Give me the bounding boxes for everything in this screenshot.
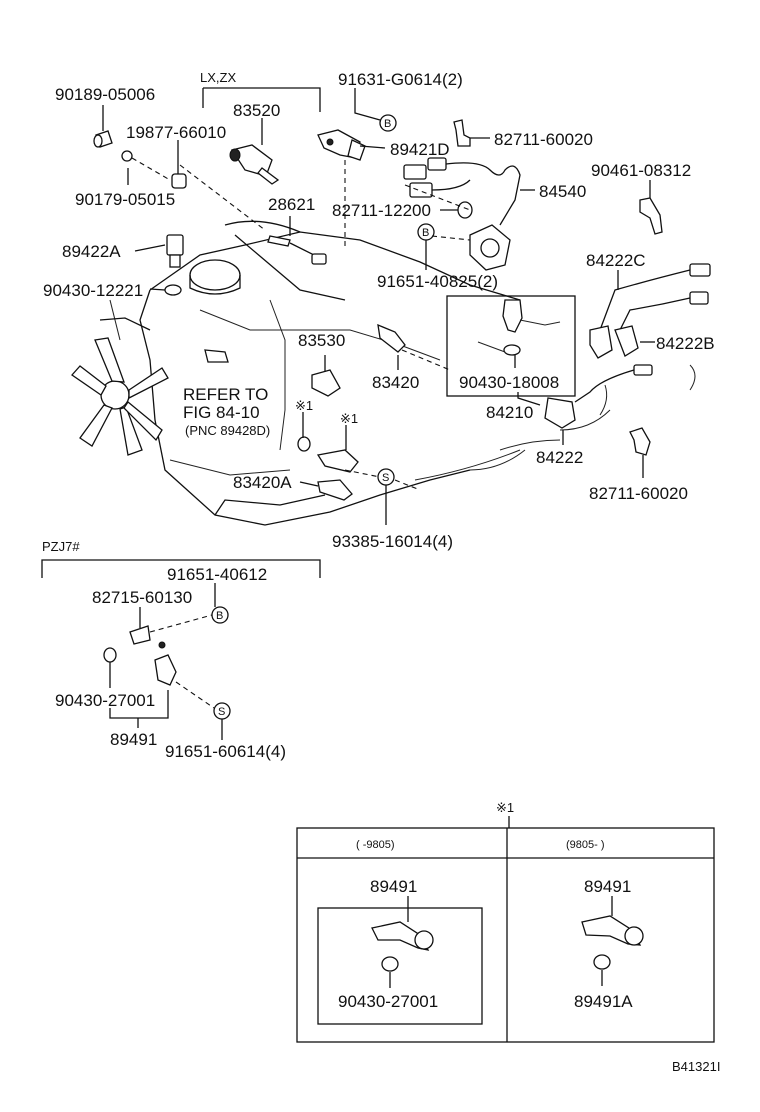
label-89491-pzj7: 89491 — [110, 730, 157, 749]
label-93385: 93385-16014(4) — [332, 532, 453, 551]
table-col1-part: 89491 — [370, 877, 417, 896]
sensor-89491-late — [581, 915, 644, 970]
label-82711-bottom: 82711-60020 — [589, 484, 688, 503]
table-col1-header: ( -9805) — [356, 839, 395, 851]
svg-text:B: B — [216, 610, 223, 622]
marker-b-2: B — [417, 223, 435, 241]
sender-83420 — [377, 323, 406, 353]
cooling-fan — [71, 299, 169, 456]
label-lxzx: LX,ZX — [200, 70, 236, 85]
switch-83530 — [311, 369, 341, 397]
svg-text:B: B — [422, 227, 429, 239]
marker-s-2: S — [213, 702, 231, 720]
label-90461: 90461-08312 — [591, 161, 691, 180]
sensor-89421d — [317, 129, 366, 161]
label-89422a: 89422A — [62, 242, 121, 261]
svg-text:B: B — [384, 118, 391, 130]
marker-b-3: B — [211, 606, 229, 624]
svg-text:S: S — [218, 706, 225, 718]
label-82711-top: 82711-60020 — [494, 130, 593, 149]
sensor-28621 — [267, 235, 327, 265]
label-90430-12221: 90430-12221 — [43, 281, 143, 300]
label-table-note: ※1 — [496, 800, 514, 815]
harness-84540 — [403, 157, 521, 271]
label-82711-12200: 82711-12200 — [332, 201, 431, 220]
label-note1-b: ※1 — [340, 411, 358, 426]
sensor-84222c-84222b — [589, 263, 711, 359]
label-pzj7: PZJ7# — [42, 539, 80, 554]
sensor-89491-pzj7 — [154, 641, 177, 686]
label-91651-40612: 91651-40612 — [167, 565, 267, 584]
svg-text:S: S — [382, 472, 389, 484]
part-number-labels: 90189-05006 LX,ZX 83520 91631-G0614(2) 8… — [42, 70, 720, 1074]
label-refer-3: (PNC 89428D) — [185, 423, 270, 438]
gasket-90430-12221 — [164, 284, 182, 296]
label-84210: 84210 — [486, 403, 533, 422]
marker-b-1: B — [379, 114, 397, 132]
clip-82711-bottom — [629, 427, 651, 456]
label-refer-1: REFER TO — [183, 385, 268, 404]
table-col2-part: 89491 — [584, 877, 631, 896]
leader-lines — [102, 87, 655, 525]
label-90430-18008: 90430-18008 — [459, 373, 559, 392]
pzj7-section — [41, 559, 321, 740]
figure-id: B41321I — [672, 1059, 720, 1074]
label-83520: 83520 — [233, 101, 280, 120]
box-84210 — [446, 295, 576, 397]
table-col2-sub: 89491A — [574, 992, 633, 1011]
label-28621: 28621 — [268, 195, 315, 214]
engine-block-outline — [71, 220, 696, 526]
sensor-89491-early — [371, 921, 434, 972]
clip-82711-top — [453, 119, 471, 147]
nut-90179 — [121, 150, 133, 162]
sender-83420a — [317, 479, 353, 501]
switch-83520 — [229, 144, 280, 185]
variant-table — [296, 816, 715, 1043]
label-83530: 83530 — [298, 331, 345, 350]
bracket-90461 — [639, 197, 663, 235]
label-91651-60614: 91651-60614(4) — [165, 742, 286, 761]
label-82715: 82715-60130 — [92, 588, 192, 607]
label-90430-27001: 90430-27001 — [55, 691, 155, 710]
sensor-89422a — [166, 234, 184, 268]
label-89421d: 89421D — [390, 140, 450, 159]
gasket-note1 — [297, 436, 311, 452]
part-19877 — [171, 173, 187, 189]
label-note1-a: ※1 — [295, 398, 313, 413]
label-84222b: 84222B — [656, 334, 715, 353]
table-col2-header: (9805- ) — [566, 839, 605, 851]
sender-note1 — [316, 449, 359, 473]
label-90189: 90189-05006 — [55, 85, 155, 104]
label-84222c: 84222C — [586, 251, 646, 270]
label-83420a: 83420A — [233, 473, 292, 492]
oil-filler-cap — [189, 259, 241, 291]
label-19877: 19877-66010 — [126, 123, 226, 142]
marker-s-1: S — [377, 468, 395, 486]
sensor-84222 — [544, 364, 653, 429]
label-91651-40825: 91651-40825(2) — [377, 272, 498, 291]
label-84540: 84540 — [539, 182, 586, 201]
label-84222: 84222 — [536, 448, 583, 467]
label-91631: 91631-G0614(2) — [338, 70, 463, 89]
label-90179: 90179-05015 — [75, 190, 175, 209]
plug-90189 — [93, 130, 113, 148]
nut-90430-27001 — [103, 647, 117, 663]
table-col1-sub: 90430-27001 — [338, 992, 438, 1011]
bracket-82715 — [129, 625, 151, 645]
label-83420: 83420 — [372, 373, 419, 392]
sensor-refer — [204, 349, 229, 363]
label-refer-2: FIG 84-10 — [183, 403, 260, 422]
